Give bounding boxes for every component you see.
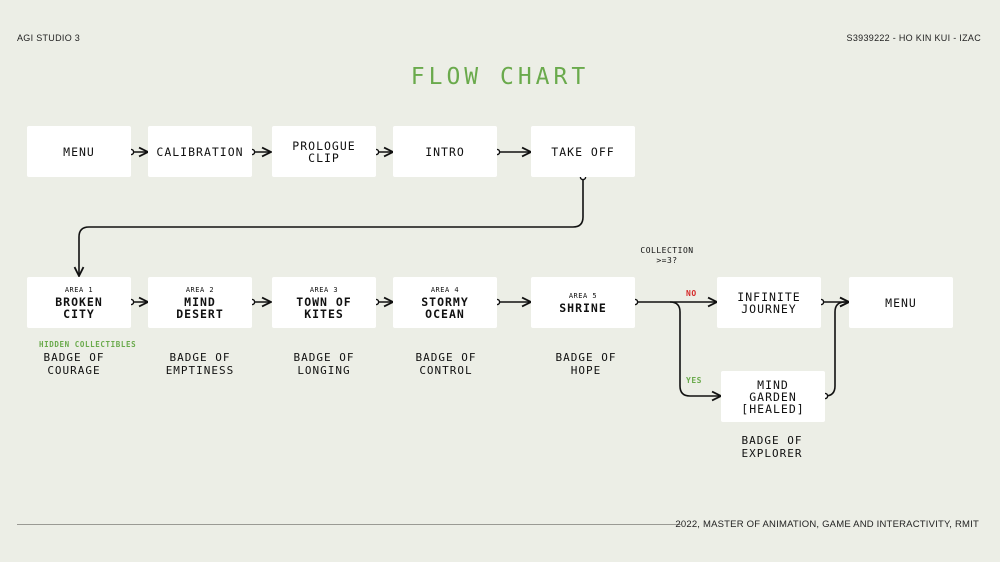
- area-name: SHRINE: [559, 300, 607, 315]
- node-label: MENU: [885, 295, 917, 310]
- footer-divider: [17, 524, 681, 525]
- decision-no-label: NO: [686, 289, 697, 298]
- node-area-3: AREA 3 TOWN OF KITES: [272, 277, 376, 328]
- area-name: TOWN OF KITES: [296, 294, 352, 321]
- badge-control: BADGE OF CONTROL: [415, 351, 477, 377]
- node-menu-end: MENU: [849, 277, 953, 328]
- node-label: MENU: [63, 144, 95, 159]
- node-take-off: TAKE OFF: [531, 126, 635, 177]
- decision-question: COLLECTION >=3?: [640, 246, 694, 265]
- decision-yes-label: YES: [686, 376, 702, 385]
- badge-explorer: BADGE OF EXPLORER: [741, 434, 803, 460]
- node-area-2: AREA 2 MIND DESERT: [148, 277, 252, 328]
- node-menu: MENU: [27, 126, 131, 177]
- node-label: INTRO: [425, 144, 465, 159]
- studio-label: AGI STUDIO 3: [17, 33, 81, 43]
- node-intro: INTRO: [393, 126, 497, 177]
- connector-shrine-mindgarden: [669, 301, 721, 396]
- connector-takeoff-area1: [79, 177, 584, 276]
- area-name: BROKEN CITY: [55, 294, 103, 321]
- node-mind-garden: MIND GARDEN [HEALED]: [721, 371, 825, 422]
- node-label: PROLOGUE CLIP: [292, 138, 356, 165]
- student-id-label: S3939222 - HO KIN KUI - IZAC: [846, 33, 981, 43]
- node-infinite-journey: INFINITE JOURNEY: [717, 277, 821, 328]
- area-number: AREA 3: [309, 285, 339, 294]
- hidden-collectibles-label: HIDDEN COLLECTIBLES: [39, 340, 137, 349]
- node-label: MIND GARDEN [HEALED]: [741, 377, 805, 416]
- node-calibration: CALIBRATION: [148, 126, 252, 177]
- page-title: FLOW CHART: [410, 64, 590, 90]
- badge-emptiness: BADGE OF EMPTINESS: [165, 351, 235, 377]
- node-prologue-clip: PROLOGUE CLIP: [272, 126, 376, 177]
- badge-longing: BADGE OF LONGING: [293, 351, 355, 377]
- node-area-4: AREA 4 STORMY OCEAN: [393, 277, 497, 328]
- node-area-1: AREA 1 BROKEN CITY: [27, 277, 131, 328]
- node-label: INFINITE JOURNEY: [737, 289, 801, 316]
- node-label: TAKE OFF: [551, 144, 615, 159]
- area-name: STORMY OCEAN: [421, 294, 469, 321]
- area-number: AREA 1: [64, 285, 94, 294]
- badge-courage: BADGE OF COURAGE: [43, 351, 105, 377]
- area-number: AREA 2: [185, 285, 215, 294]
- area-name: MIND DESERT: [176, 294, 224, 321]
- area-number: AREA 4: [430, 285, 460, 294]
- badge-hope: BADGE OF HOPE: [555, 351, 617, 377]
- node-area-5: AREA 5 SHRINE: [531, 277, 635, 328]
- area-number: AREA 5: [568, 291, 598, 300]
- node-label: CALIBRATION: [156, 144, 244, 159]
- footer-text: 2022, MASTER OF ANIMATION, GAME AND INTE…: [675, 519, 979, 530]
- connector-mindgarden-menu: [824, 302, 849, 397]
